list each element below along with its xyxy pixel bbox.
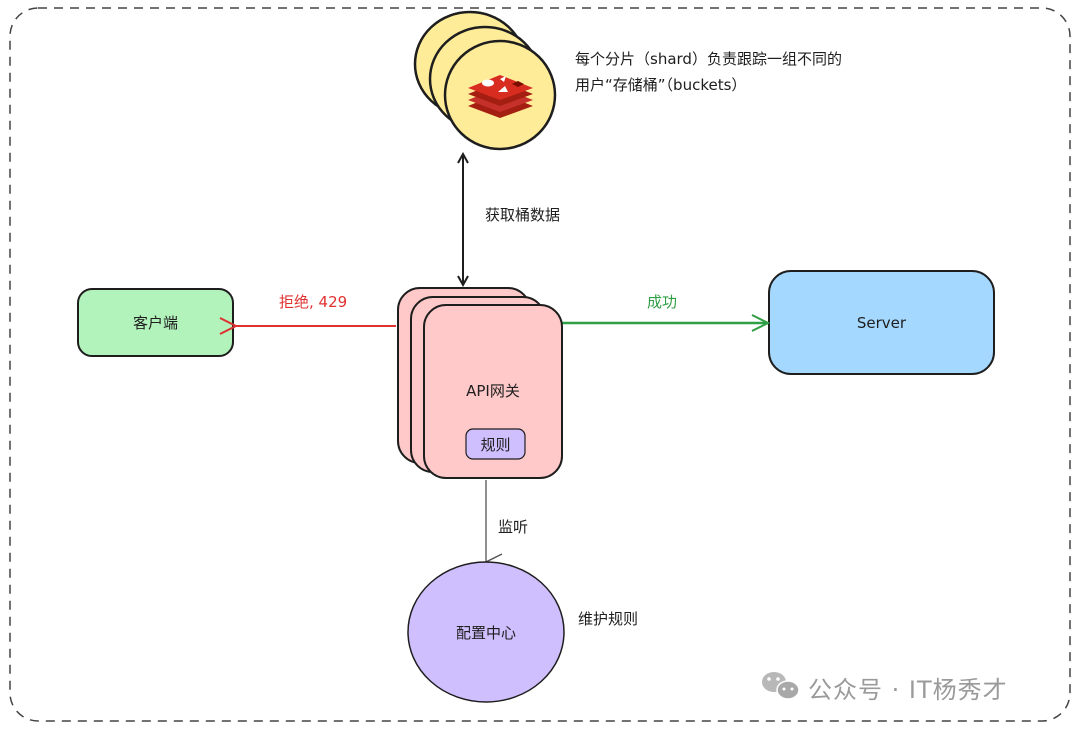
server-label: Server: [856, 313, 907, 332]
rules-box[interactable]: [465, 428, 526, 460]
api-gateway[interactable]: [397, 287, 563, 479]
redis-shards[interactable]: [413, 10, 557, 151]
outer-frame: [9, 7, 1071, 722]
redis-note-line2: 用户“存储桶”（buckets）: [575, 76, 747, 94]
edge-label-fetch: 获取桶数据: [485, 206, 561, 224]
redis-note-line1: 每个分片（shard）负责跟踪一组不同的: [575, 50, 842, 68]
edge-label-success: 成功: [647, 293, 678, 311]
wechat-icon: [762, 672, 800, 700]
rules-label: 规则: [480, 435, 511, 454]
config-center-label: 配置中心: [455, 623, 516, 642]
edge-label-listen: 监听: [498, 518, 529, 536]
gateway-label: API网关: [466, 381, 520, 400]
client-label: 客户端: [132, 314, 178, 332]
watermark: 公众号 · IT杨秀才: [808, 676, 1008, 704]
gateway-card-front: [423, 304, 563, 479]
config-center-circle[interactable]: [407, 561, 565, 703]
config-note: 维护规则: [578, 610, 639, 628]
redis-logo-icon: [468, 75, 533, 118]
edge-label-reject: 拒绝, 429: [279, 293, 348, 311]
